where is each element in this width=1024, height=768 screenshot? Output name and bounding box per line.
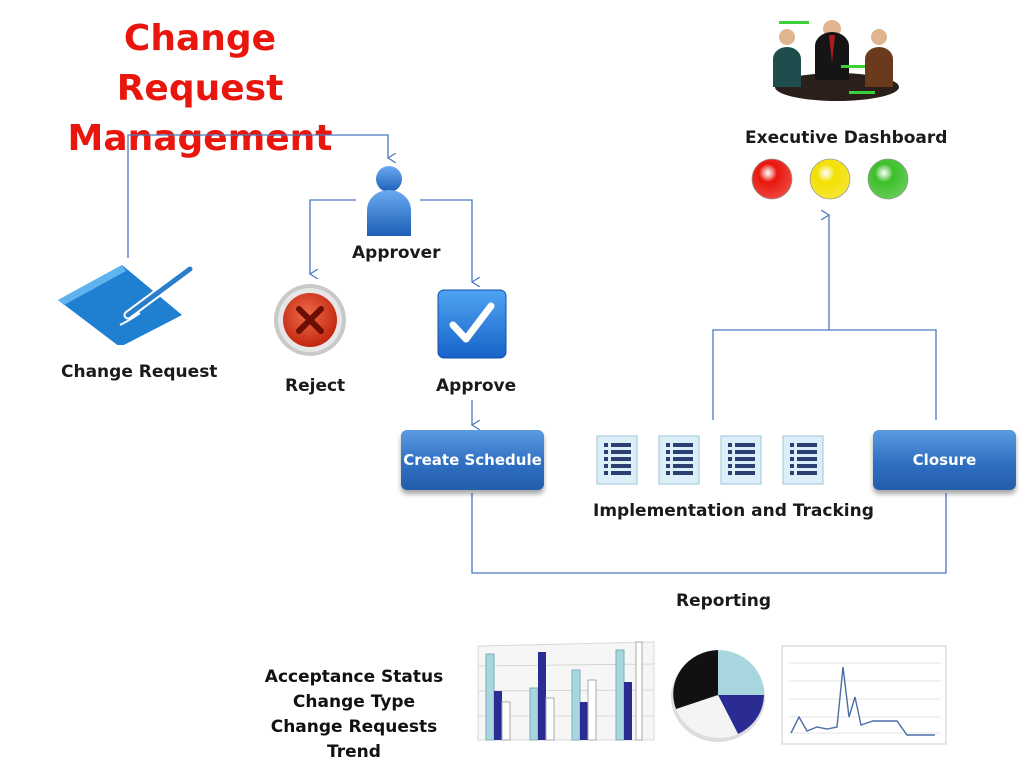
approve-check-icon [437,289,507,359]
connector-reporting-loop [471,493,947,574]
checklist-icon [658,435,700,485]
meeting-icon [773,20,899,101]
connector-approver-reject [310,199,356,274]
reject-node[interactable] [272,282,348,358]
report-metrics: Acceptance Status Change Type Change Req… [246,665,462,765]
approver-node[interactable] [362,162,416,238]
reporting-label: Reporting [676,591,772,611]
implementation-icons [595,434,835,488]
line-chart-icon [781,645,947,745]
bar-chart-thumbnail [472,636,660,744]
reject-label: Reject [285,376,346,396]
create-schedule-button[interactable]: Create Schedule [401,430,544,490]
metric-acceptance-status: Acceptance Status [264,667,444,687]
title-line-1: Change Request [116,18,284,109]
checklist-icon [720,435,762,485]
implementation-label: Implementation and Tracking [593,501,874,521]
pie-chart-icon [671,650,765,742]
metric-change-requests-trend: Change Requests Trend [270,717,438,762]
checklist-icon [782,435,824,485]
metric-change-type: Change Type [292,692,416,712]
pie-chart-thumbnail [668,645,768,745]
user-icon [367,166,411,236]
green-light [867,158,909,200]
checklist-icon-group [596,435,824,485]
page-title: Change Request Management [40,14,360,164]
executive-dashboard-label: Executive Dashboard [745,128,948,148]
line-chart-thumbnail [781,645,947,745]
connector-to-dashboard [712,329,937,420]
dashboard-lights [750,157,920,203]
title-line-2: Management [67,118,333,159]
approver-label: Approver [352,243,441,263]
pen-paper-icon [58,264,195,347]
connector-approver-approve [420,199,472,282]
checklist-icon [596,435,638,485]
bar-chart-icon [477,641,655,741]
change-request-node[interactable] [50,255,210,347]
reject-x-icon [274,284,346,356]
approve-label: Approve [436,376,517,396]
connector-request-approver [127,134,388,258]
red-light [751,158,793,200]
meeting-illustration [765,15,905,105]
closure-button[interactable]: Closure [873,430,1016,490]
approve-node[interactable] [437,289,507,359]
yellow-light [809,158,851,200]
change-request-label: Change Request [61,362,218,382]
status-lights [751,158,909,200]
